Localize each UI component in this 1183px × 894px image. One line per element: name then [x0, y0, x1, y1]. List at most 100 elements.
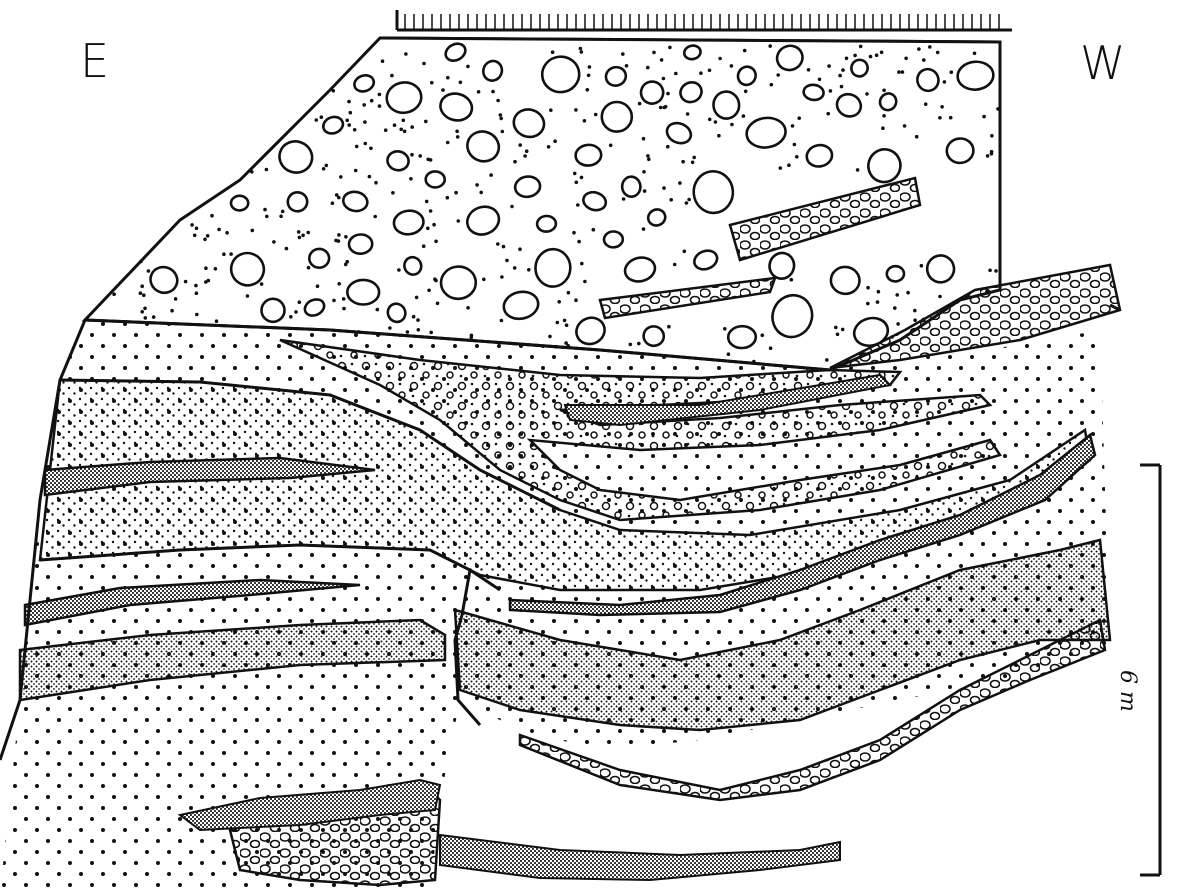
- matrix-dot: [500, 275, 504, 279]
- boulder-clast: [887, 266, 905, 282]
- matrix-dot: [353, 128, 357, 132]
- matrix-dot: [429, 209, 433, 213]
- boulder-clast: [622, 176, 641, 197]
- matrix-dot: [347, 100, 351, 104]
- matrix-dot: [790, 278, 794, 282]
- matrix-dot: [527, 268, 531, 272]
- matrix-dot: [646, 66, 650, 70]
- matrix-dot: [699, 71, 703, 75]
- boulder-clast: [231, 196, 248, 211]
- matrix-dot: [349, 111, 353, 115]
- matrix-dot: [215, 319, 219, 323]
- matrix-dot: [642, 227, 646, 231]
- matrix-dot: [325, 164, 329, 168]
- matrix-dot: [922, 58, 926, 62]
- matrix-dot: [580, 262, 584, 266]
- matrix-dot: [345, 119, 349, 123]
- matrix-dot: [306, 231, 310, 235]
- matrix-dot: [856, 168, 860, 172]
- matrix-dot: [430, 81, 434, 85]
- matrix-dot: [510, 205, 514, 209]
- matrix-dot: [331, 201, 335, 205]
- matrix-dot: [390, 74, 394, 78]
- matrix-dot: [142, 293, 146, 297]
- matrix-dot: [426, 227, 430, 231]
- matrix-dot: [429, 331, 433, 335]
- matrix-dot: [502, 245, 506, 249]
- matrix-dot: [518, 247, 522, 251]
- matrix-dot: [827, 64, 831, 68]
- matrix-dot: [479, 191, 483, 195]
- matrix-dot: [229, 252, 233, 256]
- matrix-dot: [285, 247, 289, 251]
- matrix-dot: [594, 113, 598, 117]
- matrix-dot: [491, 90, 495, 94]
- matrix-dot: [144, 316, 148, 320]
- matrix-dot: [853, 54, 857, 58]
- matrix-dot: [551, 50, 555, 54]
- matrix-dot: [475, 183, 479, 187]
- matrix-dot: [143, 307, 147, 311]
- matrix-dot: [466, 65, 470, 69]
- matrix-dot: [434, 279, 438, 283]
- matrix-dot: [363, 120, 367, 124]
- matrix-dot: [207, 279, 211, 283]
- matrix-dot: [643, 189, 647, 193]
- matrix-dot: [374, 181, 378, 185]
- matrix-dot: [673, 263, 677, 267]
- matrix-dot: [454, 191, 458, 195]
- matrix-dot: [477, 90, 481, 94]
- boulder-clast: [440, 266, 476, 300]
- matrix-dot: [251, 229, 255, 233]
- matrix-dot: [787, 163, 791, 167]
- matrix-dot: [583, 119, 587, 123]
- matrix-dot: [928, 45, 932, 49]
- matrix-dot: [548, 335, 552, 339]
- matrix-dot: [210, 214, 214, 218]
- matrix-dot: [666, 92, 670, 96]
- matrix-dot: [990, 152, 994, 156]
- matrix-dot: [417, 328, 421, 332]
- matrix-dot: [525, 149, 529, 153]
- matrix-dot: [415, 296, 419, 300]
- matrix-dot: [882, 114, 886, 118]
- matrix-dot: [609, 144, 613, 148]
- matrix-dot: [807, 68, 811, 72]
- matrix-dot: [859, 45, 863, 49]
- matrix-dot: [429, 158, 433, 162]
- matrix-dot: [913, 318, 917, 322]
- matrix-dot: [518, 143, 522, 147]
- matrix-dot: [557, 300, 561, 304]
- matrix-dot: [622, 197, 626, 201]
- matrix-dot: [574, 298, 578, 302]
- matrix-dot: [369, 147, 373, 151]
- matrix-dot: [547, 145, 551, 149]
- matrix-dot: [791, 124, 795, 128]
- matrix-dot: [332, 299, 336, 303]
- matrix-dot: [214, 267, 218, 271]
- matrix-dot: [646, 154, 650, 158]
- boulder-clast: [803, 84, 825, 101]
- matrix-dot: [441, 88, 445, 92]
- matrix-dot: [342, 297, 346, 301]
- matrix-dot: [195, 291, 199, 295]
- matrix-dot: [112, 292, 116, 296]
- matrix-dot: [877, 290, 881, 294]
- matrix-dot: [829, 89, 833, 93]
- matrix-dot: [897, 70, 901, 74]
- matrix-dot: [580, 176, 584, 180]
- matrix-dot: [263, 208, 267, 212]
- matrix-dot: [575, 181, 579, 185]
- matrix-dot: [768, 44, 772, 48]
- matrix-dot: [994, 269, 998, 273]
- matrix-dot: [924, 102, 928, 106]
- matrix-dot: [402, 119, 406, 123]
- matrix-dot: [204, 266, 208, 270]
- matrix-dot: [869, 55, 873, 59]
- matrix-dot: [903, 124, 907, 128]
- matrix-dot: [678, 181, 682, 185]
- matrix-dot: [174, 297, 178, 301]
- matrix-dot: [986, 154, 990, 158]
- matrix-dot: [250, 170, 254, 174]
- matrix-dot: [660, 58, 664, 62]
